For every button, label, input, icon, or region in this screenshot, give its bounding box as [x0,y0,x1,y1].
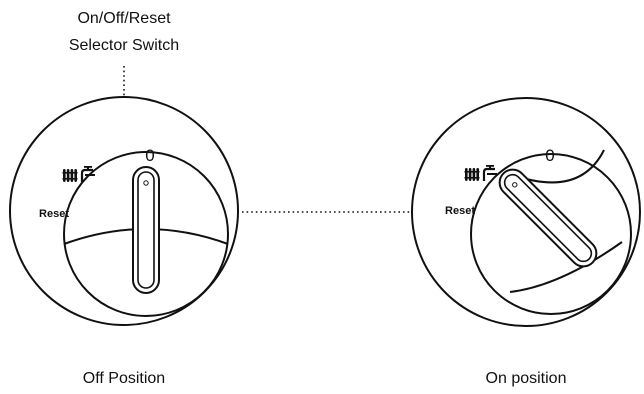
switch-on-position: 0 Reset [411,97,641,327]
selector-lever [132,166,160,294]
zero-label: 0 [545,146,554,165]
zero-label: 0 [145,146,154,165]
callout-title-line1: On/Off/Reset [77,10,171,27]
on-position-caption: On position [486,370,567,387]
selector-lever [498,168,598,268]
radiator-and-tap-icon [62,166,95,182]
switch-off-position: 0 Reset [9,96,239,326]
reset-label: Reset [445,205,475,217]
radiator-and-tap-icon [464,165,497,181]
reset-label: Reset [39,208,69,220]
off-position-caption: Off Position [83,370,165,387]
callout-title-line2: Selector Switch [69,37,179,54]
lever-indicator-dot [512,182,518,188]
dial-lower-ridge [509,241,623,293]
lever-indicator-dot [143,180,149,186]
